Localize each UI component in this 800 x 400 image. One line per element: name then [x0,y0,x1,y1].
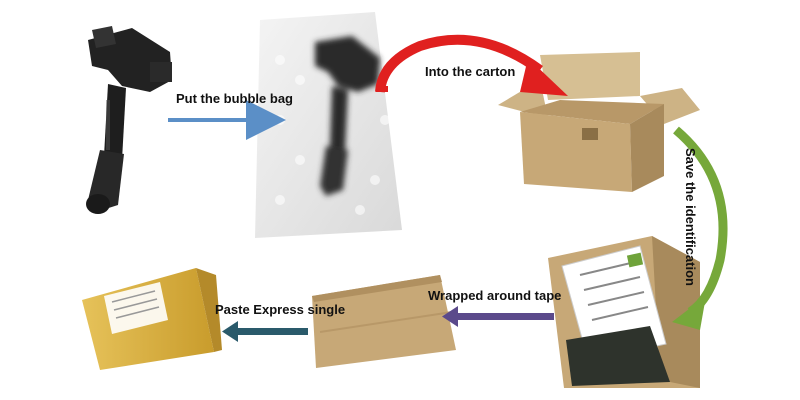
ignition-coil-image [86,26,172,214]
taped-carton-image [82,268,222,370]
step-label-wrapped-tape: Wrapped around tape [428,288,562,303]
arrow-paste-express [222,321,308,342]
arrow-wrapped-tape [442,306,554,327]
sealed-carton-image [312,275,456,368]
arrow-into-carton [375,34,568,96]
step-label-bubble-bag: Put the bubble bag [176,91,293,106]
arrow-save-identification [672,126,728,330]
step-label-paste-express: Paste Express single [215,302,346,317]
open-carton-image [498,52,700,192]
carton-with-documents-image [548,236,700,388]
step-label-into-carton: Into the carton [425,64,516,79]
step-label-save-identification: Save the identification [683,148,698,286]
bubble-bag-image [255,12,402,238]
